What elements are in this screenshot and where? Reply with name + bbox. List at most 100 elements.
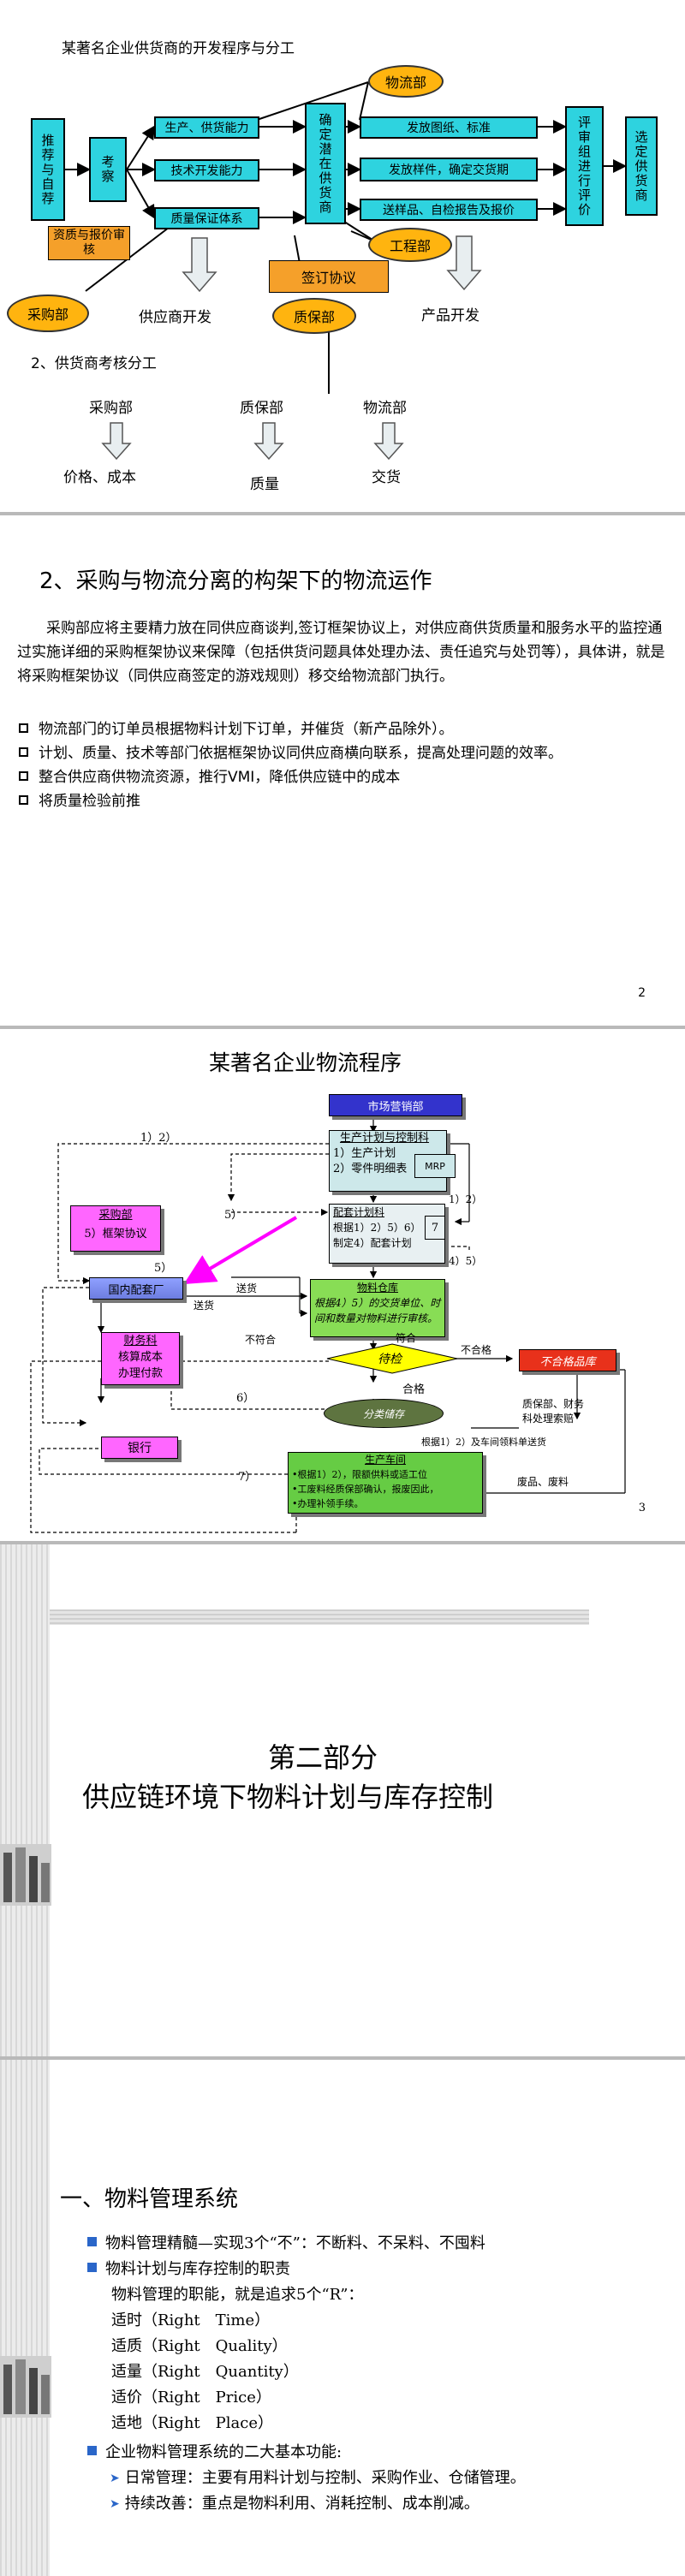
fat-arrows-top bbox=[182, 235, 482, 293]
recommend-label: 推荐与自荐 bbox=[39, 133, 56, 206]
finance-title: 财务科 bbox=[123, 1335, 158, 1347]
assessment-item-delivery: 交货 bbox=[372, 469, 401, 486]
plan-control-line1: 1）生产计划 bbox=[333, 1147, 396, 1160]
assessment-head-logistics: 物流部 bbox=[363, 400, 407, 417]
engineering-dept-ellipse: 工程部 bbox=[368, 228, 452, 262]
distribution-title: 配套计划科 bbox=[333, 1206, 385, 1218]
delivery-note-label: 根据1）2）及车间领料单送货 bbox=[421, 1437, 546, 1448]
production-title: 生产车间 bbox=[364, 1454, 406, 1466]
sample-delivery-box: 送样品、自检报告及报价 bbox=[360, 199, 538, 221]
select-box: 选定供货商 bbox=[625, 116, 658, 216]
bullet-item: 物料计划与库存控制的职责 bbox=[87, 2257, 678, 2282]
sub-item: ➤ 日常管理：主要有用料计划与控制、采购作业、仓储管理。 bbox=[87, 2466, 678, 2491]
unqualified-store-box: 不合格品库 bbox=[519, 1349, 616, 1371]
recommend-box: 推荐与自荐 bbox=[31, 118, 65, 221]
plan-control-line2: 2）零件明细表 bbox=[333, 1163, 408, 1175]
purchasing-dept-ellipse: 采购部 bbox=[7, 294, 89, 332]
bullet-text: 物流部门的订单员根据物料计划下订单，并催货（新产品除外）。 bbox=[39, 721, 454, 738]
r-item: 适价（Right Price） bbox=[111, 2389, 271, 2406]
select-label: 选定供货商 bbox=[633, 129, 649, 203]
purchasing-title: 采购部 bbox=[98, 1209, 133, 1222]
qa-claim-note: 质保部、财务 科处理索赔 bbox=[522, 1397, 616, 1426]
edge-label-7: 7） bbox=[238, 1471, 257, 1484]
production-line1: •根据1）2），限额供料或适工位 bbox=[292, 1469, 427, 1480]
triangle-bullet-icon: ➤ bbox=[110, 2497, 120, 2511]
supply-capacity-box: 生产、供货能力 bbox=[154, 116, 259, 139]
blue-square-icon bbox=[87, 2446, 97, 2455]
pass-label: 合格 bbox=[402, 1383, 426, 1396]
checkbox-square-icon bbox=[19, 795, 28, 805]
bullet-text: 物料管理精髓—实现3个“不”：不断料、不呆料、不囤料 bbox=[105, 2234, 485, 2252]
assessment-head-purchasing: 采购部 bbox=[89, 400, 133, 417]
slide-logistics-procedure: 某著名企业物流程序 市场营销部 生产计划与控制科 1）生产计划 2）零件明细表 … bbox=[0, 1029, 685, 1541]
assessment-title: 2、供货商考核分工 bbox=[31, 355, 157, 372]
slide-separator bbox=[0, 1541, 685, 1544]
sub-item: ➤持续改善：重点是物料利用、消耗控制、成本削减。 bbox=[87, 2491, 678, 2517]
inspect-label: 考察 bbox=[99, 155, 116, 184]
bullet-item: 企业物料管理系统的二大基本功能: bbox=[87, 2440, 678, 2466]
conform-label: 符合 bbox=[396, 1332, 417, 1344]
bullet-item: 物流部门的订单员根据物料计划下订单，并催货（新产品除外）。 bbox=[17, 717, 671, 741]
assessment-item-quality: 质量 bbox=[250, 476, 279, 493]
bullet-item: 将质量检验前推 bbox=[17, 789, 671, 813]
slide-separator bbox=[0, 1026, 685, 1029]
r-item: 适质（Right Quality） bbox=[111, 2337, 288, 2355]
inspect-diamond bbox=[326, 1343, 458, 1374]
production-box: 生产车间 •根据1）2），限额供料或适工位 •工废料经质保部确认，报废因此， •… bbox=[288, 1452, 483, 1514]
product-dev-label: 产品开发 bbox=[421, 307, 480, 324]
qualification-label: 资质与报价审核 bbox=[53, 229, 125, 257]
slide-title: 某著名企业供货商的开发程序与分工 bbox=[62, 40, 295, 57]
production-line3: •办理补领手续。 bbox=[292, 1498, 364, 1509]
assessment-item-price: 价格、成本 bbox=[63, 469, 136, 486]
edge-label-12b: 1）2） bbox=[449, 1193, 483, 1205]
top-band bbox=[50, 1609, 589, 1625]
review-box: 评审组进行评价 bbox=[565, 106, 604, 226]
part-label: 第二部分 bbox=[268, 1741, 378, 1774]
bullet-text: 物料计划与库存控制的职责 bbox=[105, 2260, 290, 2278]
qualification-box: 资质与报价审核 bbox=[48, 226, 130, 260]
sign-agreement-box: 签订协议 bbox=[269, 260, 389, 293]
procedure-connectors bbox=[30, 1116, 626, 1533]
slide-separator bbox=[0, 2056, 685, 2060]
supplier-dev-label: 供应商开发 bbox=[139, 309, 211, 326]
not-conform-label: 不符合 bbox=[245, 1334, 277, 1346]
inspect-label: 待检 bbox=[378, 1353, 402, 1366]
finance-box: 财务科 核算成本 办理付款 bbox=[101, 1332, 180, 1385]
bullet-item: 物料管理精髓—实现3个“不”：不断料、不呆料、不囤料 bbox=[87, 2231, 678, 2257]
bank-box: 银行 bbox=[101, 1437, 178, 1459]
edge-label-5b: 5） bbox=[154, 1262, 173, 1275]
mrp-box: MRP bbox=[414, 1154, 456, 1178]
slide-material-management: 一、物料管理系统 物料管理精髓—实现3个“不”：不断料、不呆料、不囤料 物料计划… bbox=[0, 2060, 685, 2576]
bullet-text: 计划、质量、技术等部门依据框架协议同供应商横向联系，提高处理问题的效率。 bbox=[39, 745, 563, 762]
checkbox-square-icon bbox=[19, 723, 28, 733]
ship-label-1: 送货 bbox=[236, 1282, 258, 1294]
slide-logistics-operation: 2、采购与物流分离的构架下的物流运作 采购部应将主要精力放在同供应商谈判,签订框… bbox=[0, 515, 685, 1026]
quality-dept-ellipse: 质保部 bbox=[272, 298, 356, 334]
send-drawings-box: 发放图纸、标准 bbox=[360, 116, 538, 139]
inspect-box: 考察 bbox=[89, 137, 127, 202]
domestic-supplier-box: 国内配套厂 bbox=[89, 1277, 183, 1300]
fat-arrows-bottom bbox=[101, 422, 404, 461]
qa-claim-line2: 科处理索赔 bbox=[522, 1413, 575, 1425]
qa-claim-line1: 质保部、财务 bbox=[522, 1398, 585, 1410]
seven-box: 7 bbox=[425, 1216, 445, 1240]
sub-item-text: 日常管理：主要有用料计划与控制、采购作业、仓储管理。 bbox=[124, 2469, 526, 2487]
slide-part-two: 第二部分 供应链环境下物料计划与库存控制 bbox=[0, 1544, 685, 2056]
r-item: 适时（Right Time） bbox=[111, 2311, 271, 2329]
review-label: 评审组进行评价 bbox=[576, 115, 592, 217]
warehouse-line2: 间和数量对物料进行审核。 bbox=[314, 1312, 438, 1324]
r-item: 适地（Right Place） bbox=[111, 2414, 273, 2432]
blue-square-icon bbox=[87, 2263, 97, 2272]
building-image-icon bbox=[0, 1844, 51, 1906]
bullet-item: 计划、质量、技术等部门依据框架协议同供应商横向联系，提高处理问题的效率。 bbox=[17, 741, 671, 765]
blue-square-icon bbox=[87, 2237, 97, 2246]
slide-title: 2、采购与物流分离的构架下的物流运作 bbox=[39, 568, 432, 594]
warehouse-line1: 根据4）5）的交货单位、时 bbox=[314, 1297, 441, 1309]
waste-label: 废品、废料 bbox=[517, 1476, 569, 1488]
logistics-dept-ellipse: 物流部 bbox=[368, 65, 444, 98]
bullet-text: 企业物料管理系统的二大基本功能: bbox=[105, 2443, 342, 2461]
slide-title: 某著名企业物流程序 bbox=[209, 1050, 402, 1075]
r-intro: 物料管理的职能，就是追求5个“R”： bbox=[111, 2286, 364, 2304]
send-samples-box: 发放样件，确定交货期 bbox=[360, 158, 538, 181]
triangle-bullet-icon: ➤ bbox=[110, 2472, 120, 2485]
